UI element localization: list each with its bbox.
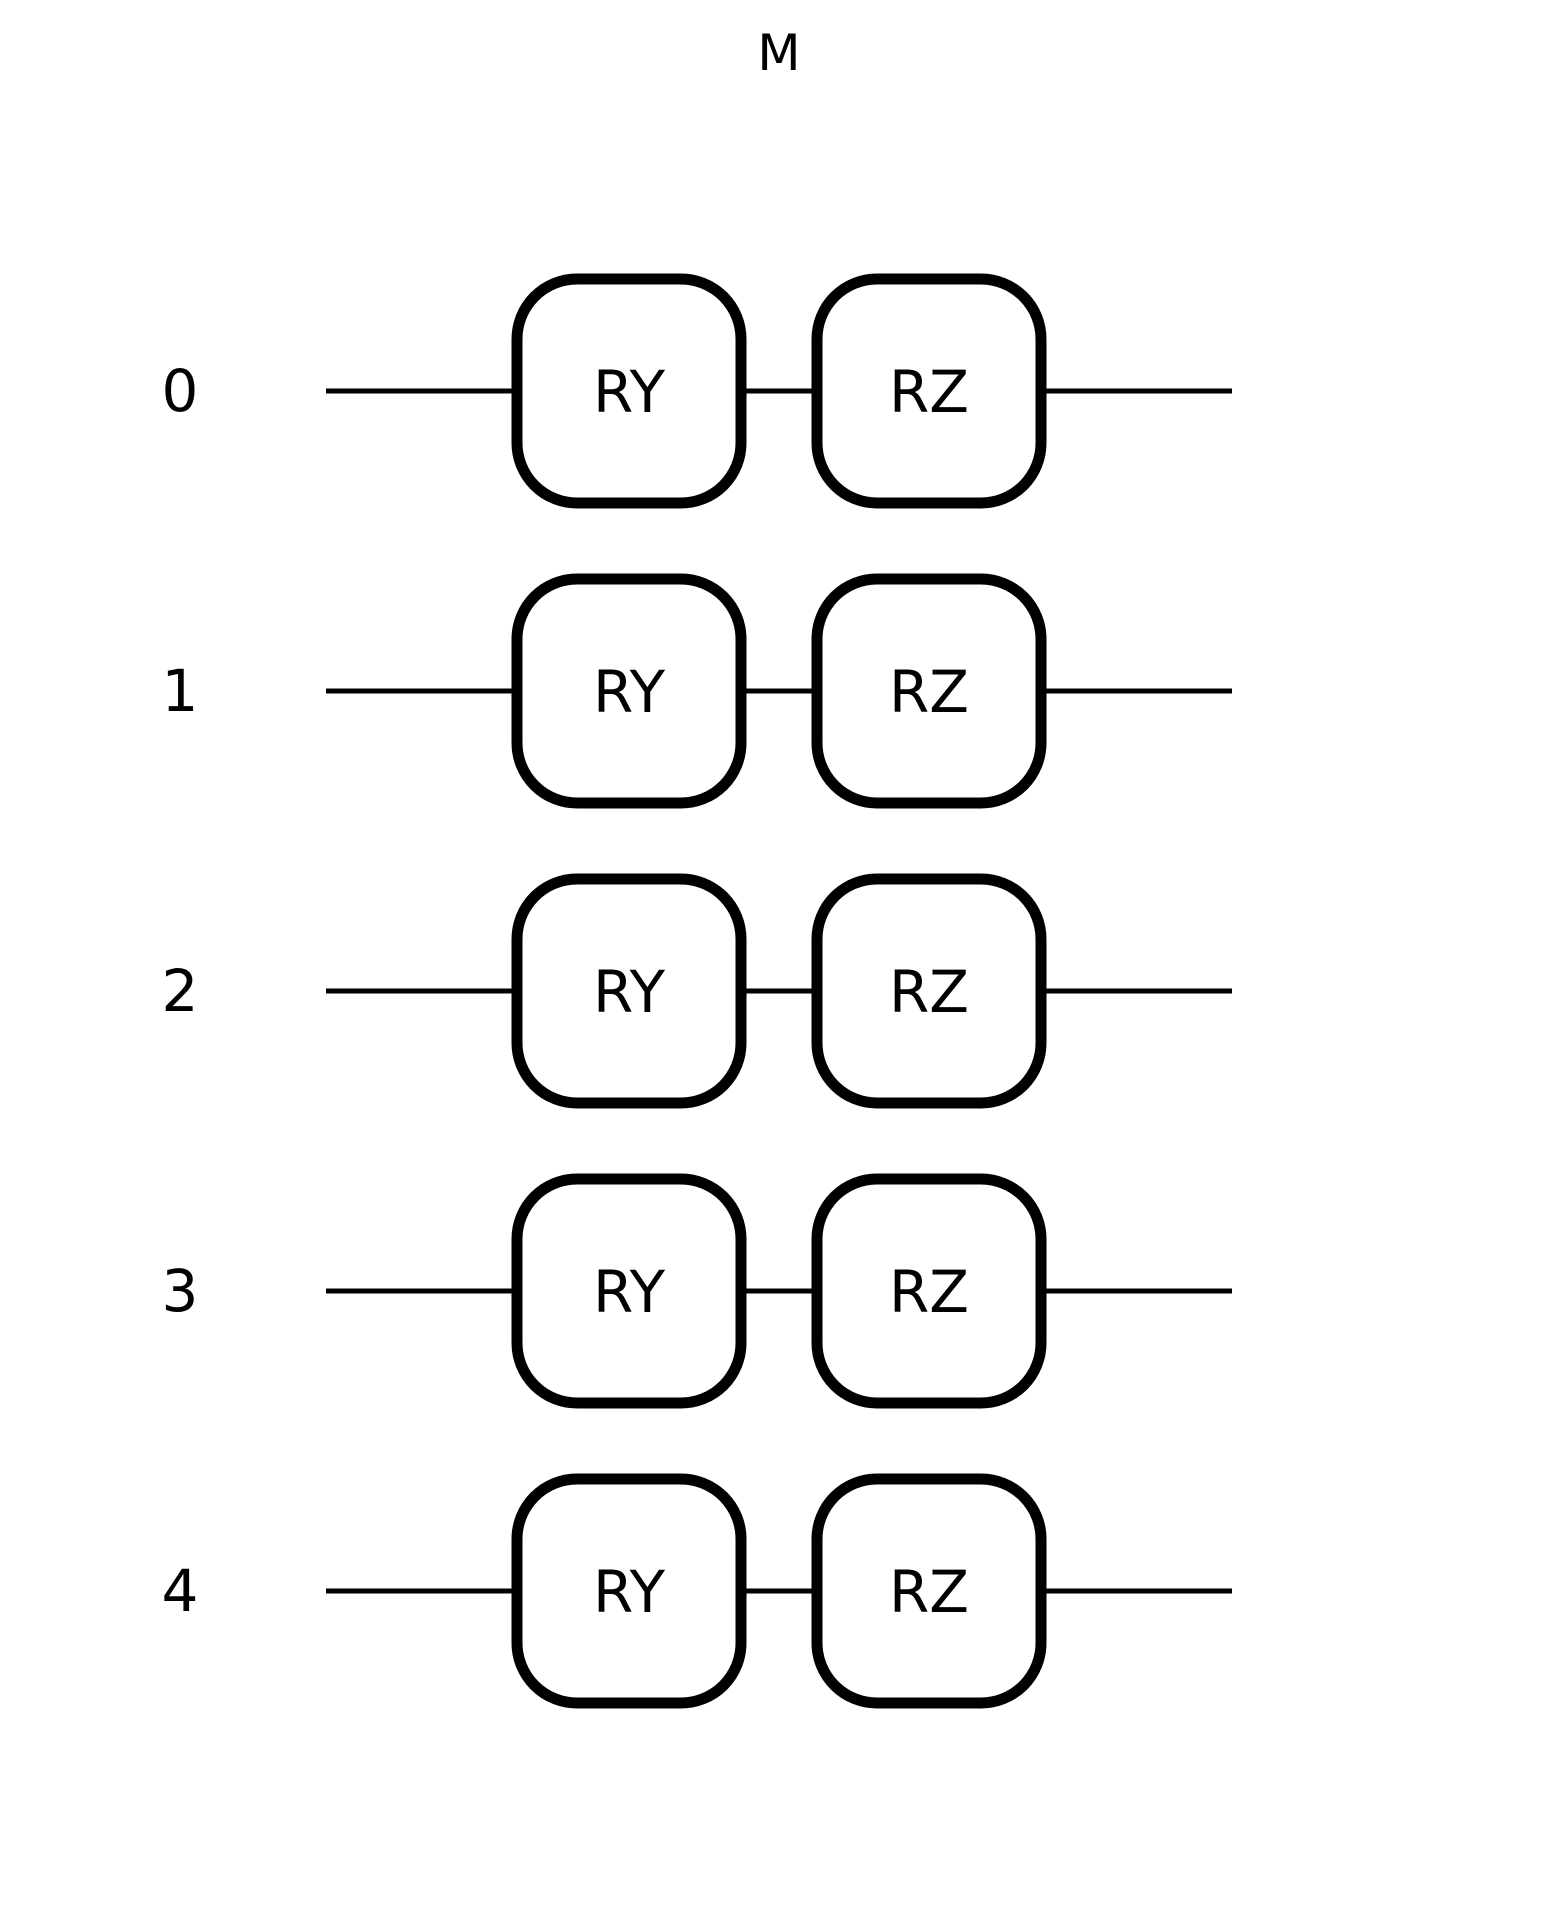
gate-rz: RZ (811, 1173, 1047, 1409)
wire-label: 2 (162, 957, 199, 1025)
gate-label: RZ (889, 1558, 969, 1626)
wire-label: 0 (162, 357, 199, 425)
gate-box (811, 873, 1047, 1109)
gate-label: RY (593, 1558, 666, 1626)
gate-box (511, 873, 747, 1109)
gate-rz: RZ (811, 573, 1047, 809)
gate-box (811, 273, 1047, 509)
gate-label: RZ (889, 958, 969, 1026)
gate-rz: RZ (811, 273, 1047, 509)
gate-label: RY (593, 658, 666, 726)
gate-ry: RY (511, 873, 747, 1109)
wire-row: 2 RY RZ (162, 873, 1232, 1109)
gate-label: RY (593, 1258, 666, 1326)
gate-label: RZ (889, 658, 969, 726)
gate-label: RY (593, 958, 666, 1026)
gate-box (511, 573, 747, 809)
gate-label: RY (593, 358, 666, 426)
circuit-title: M (757, 24, 800, 82)
gate-box (811, 1473, 1047, 1709)
gate-ry: RY (511, 1473, 747, 1709)
gate-rz: RZ (811, 1473, 1047, 1709)
gate-label: RZ (889, 1258, 969, 1326)
gate-box (511, 1473, 747, 1709)
gate-box (511, 1173, 747, 1409)
gate-label: RZ (889, 358, 969, 426)
gate-box (811, 573, 1047, 809)
gate-rz: RZ (811, 873, 1047, 1109)
gate-ry: RY (511, 573, 747, 809)
wire-label: 4 (162, 1557, 199, 1625)
wire-row: 1 RY RZ (162, 573, 1232, 809)
wire-row: 0 RY RZ (162, 273, 1232, 509)
gate-ry: RY (511, 273, 747, 509)
gate-box (811, 1173, 1047, 1409)
gate-ry: RY (511, 1173, 747, 1409)
gate-box (511, 273, 747, 509)
wire-row: 4 RY RZ (162, 1473, 1232, 1709)
wire-row: 3 RY RZ (162, 1173, 1232, 1409)
wire-label: 3 (162, 1257, 199, 1325)
wire-label: 1 (162, 657, 199, 725)
